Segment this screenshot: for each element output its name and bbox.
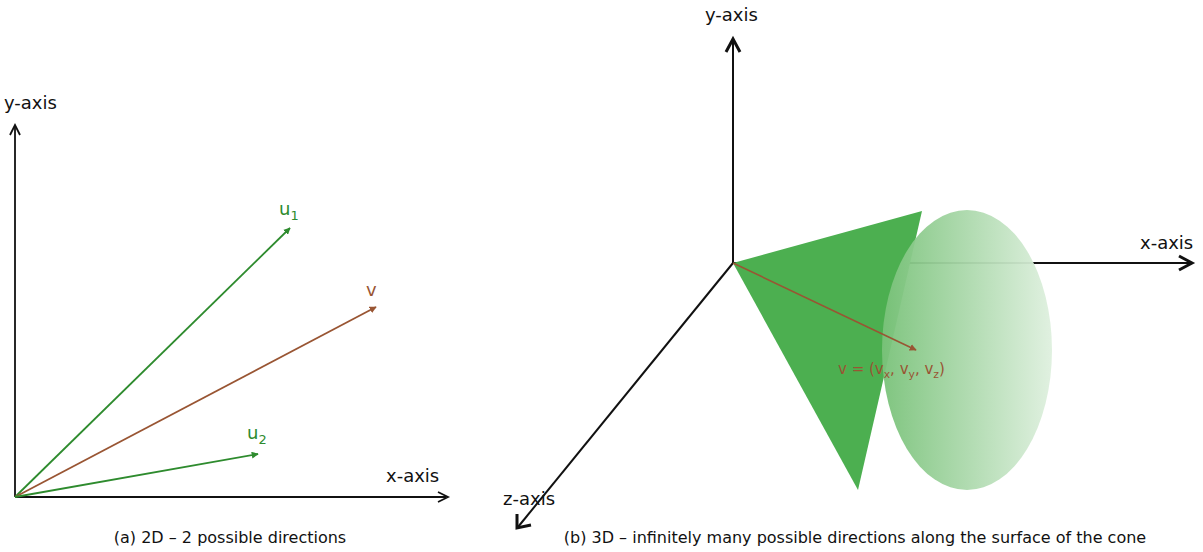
panel-caption: (a) 2D – 2 possible directions	[114, 528, 346, 547]
math-text: , v	[915, 360, 933, 378]
axis-label: y-axis	[4, 92, 57, 114]
panel-caption: (b) 3D – infinitely many possible direct…	[564, 528, 1146, 547]
axis-label: z-axis	[503, 488, 555, 510]
subscript: y	[909, 368, 915, 381]
math-text: , v	[890, 360, 908, 378]
math-text: u	[247, 422, 258, 443]
axes-2d	[10, 125, 448, 502]
subscript: 2	[258, 432, 266, 447]
cone-base	[882, 210, 1052, 490]
axis-label: x-axis	[1140, 232, 1193, 254]
vector-u1	[15, 228, 290, 497]
vector-v	[15, 307, 376, 497]
subscript: z	[933, 368, 939, 381]
vector-name: u2	[247, 422, 267, 447]
math-text: u	[279, 198, 290, 219]
vector-v-3d	[733, 263, 916, 350]
vector-u2	[15, 454, 258, 497]
axis-label: y-axis	[705, 4, 758, 26]
vector-name: u1	[279, 198, 299, 223]
axis-label: x-axis	[386, 465, 439, 487]
math-text: v = (v	[838, 360, 884, 378]
math-text: )	[939, 360, 945, 378]
subscript: 1	[290, 208, 298, 223]
axes-3d	[517, 39, 1192, 528]
vector-components: v = (vx, vy, vz)	[838, 360, 945, 382]
vector-name: v	[366, 279, 377, 301]
subscript: x	[884, 368, 890, 381]
